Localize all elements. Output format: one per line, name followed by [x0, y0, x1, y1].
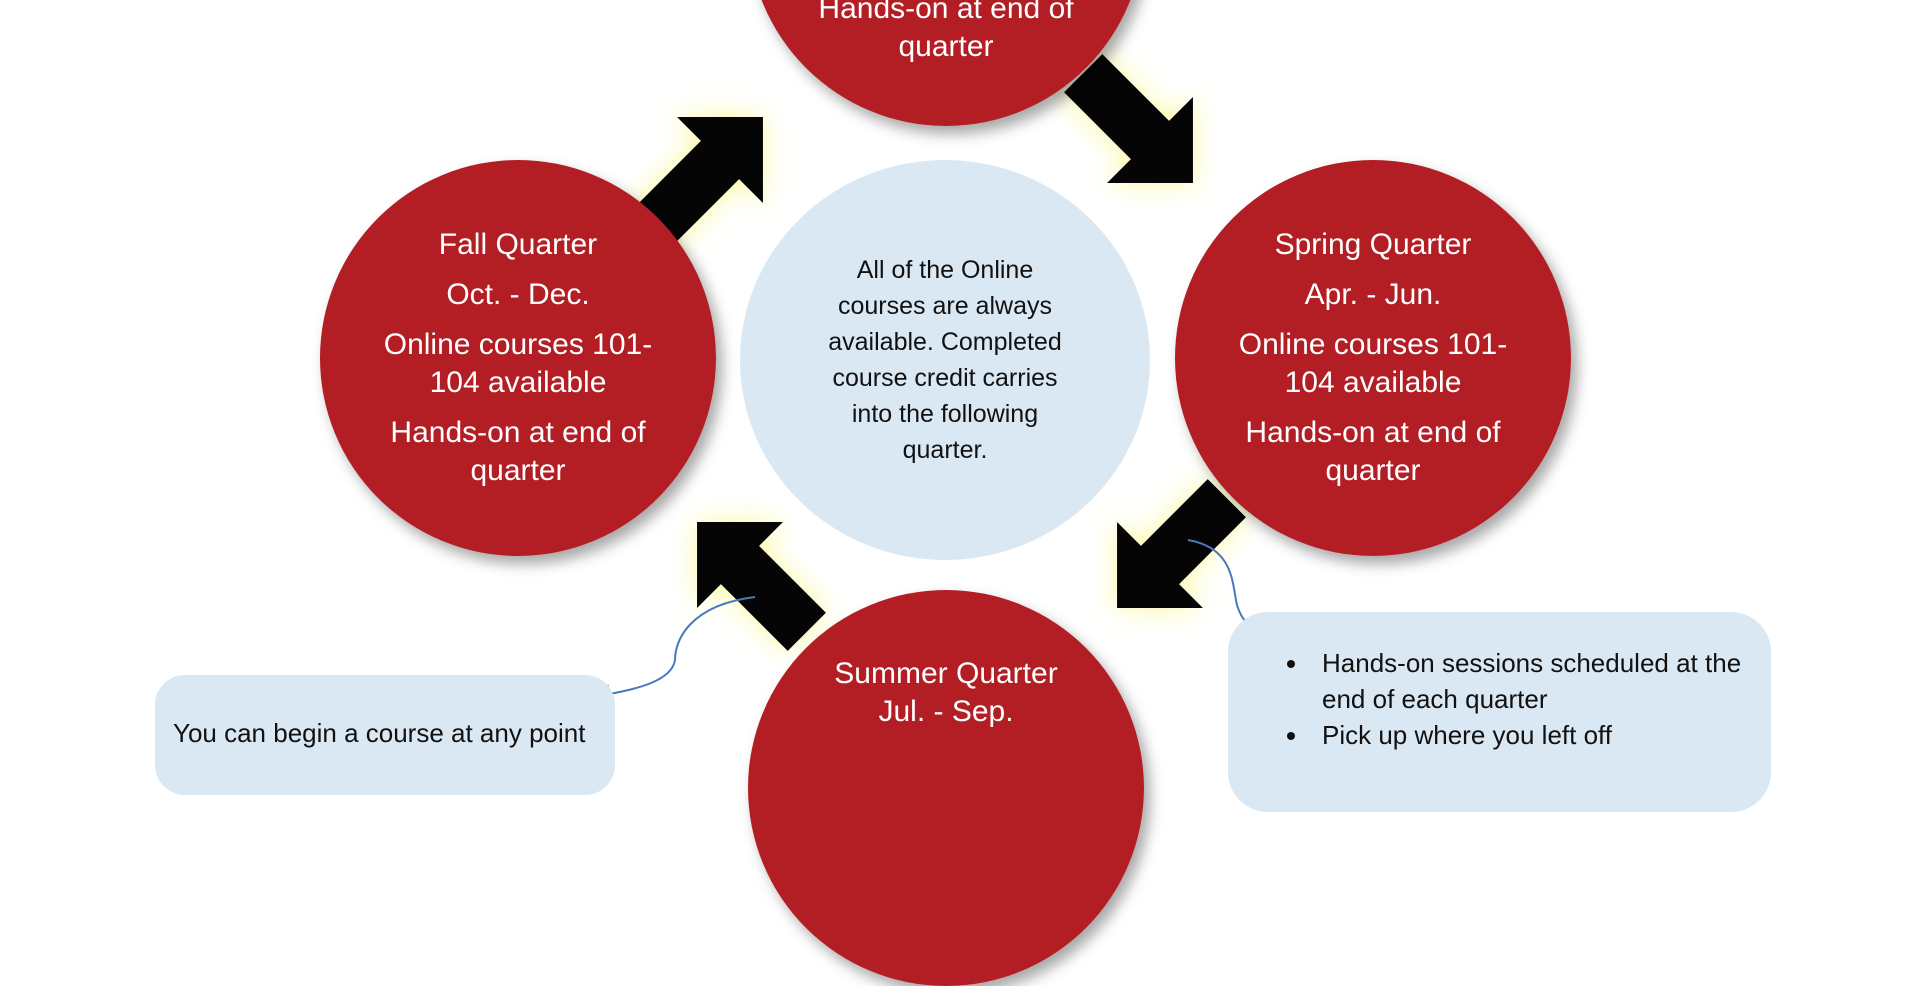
right-note-box: Hands-on sessions scheduled at the end o…: [1228, 612, 1771, 812]
summer-quarter-circle: Summer Quarter Jul. - Sep.: [748, 590, 1144, 986]
winter-handson-line1: Hands-on at end of: [818, 0, 1074, 25]
arrow-summer-to-fall: [697, 522, 826, 651]
fall-quarter-handson: Hands-on at end of quarter: [390, 416, 646, 487]
summer-quarter-months: Jul. - Sep.: [878, 695, 1014, 728]
spring-quarter-title: Spring Quarter: [1274, 228, 1472, 261]
fall-quarter-title: Fall Quarter: [438, 228, 598, 261]
summer-quarter-title: Summer Quarter: [834, 657, 1058, 690]
spring-quarter-courses: Online courses 101-104 available: [1238, 328, 1508, 399]
left-note-box: You can begin a course at any point: [155, 675, 615, 795]
right-note-bullet-2: Pick up where you left off: [1310, 717, 1751, 753]
arrow-fall-to-winter: [634, 117, 763, 246]
connector-left-note: [586, 596, 756, 705]
quarter-cycle-diagram: All of the Online courses are always ava…: [0, 0, 1920, 750]
right-note-bullet-1: Hands-on sessions scheduled at the end o…: [1310, 645, 1751, 717]
center-info-circle: All of the Online courses are always ava…: [740, 160, 1150, 560]
right-note-list: Hands-on sessions scheduled at the end o…: [1260, 645, 1751, 753]
center-info-text: All of the Online courses are always ava…: [828, 256, 1062, 464]
fall-quarter-months: Oct. - Dec.: [446, 278, 590, 311]
fall-quarter-courses: Online courses 101-104 available: [383, 328, 653, 399]
fall-quarter-circle: Fall Quarter Oct. - Dec. Online courses …: [320, 160, 716, 556]
spring-quarter-circle: Spring Quarter Apr. - Jun. Online course…: [1175, 160, 1571, 556]
arrow-spring-to-summer: [1117, 479, 1246, 608]
arrow-winter-to-spring: [1064, 54, 1193, 183]
left-note-text: You can begin a course at any point: [173, 718, 586, 748]
diagram-arrows-layer: [586, 54, 1279, 705]
spring-quarter-months: Apr. - Jun.: [1304, 278, 1442, 311]
winter-handson-line2: quarter: [898, 30, 994, 63]
spring-quarter-handson: Hands-on at end of quarter: [1245, 416, 1501, 487]
